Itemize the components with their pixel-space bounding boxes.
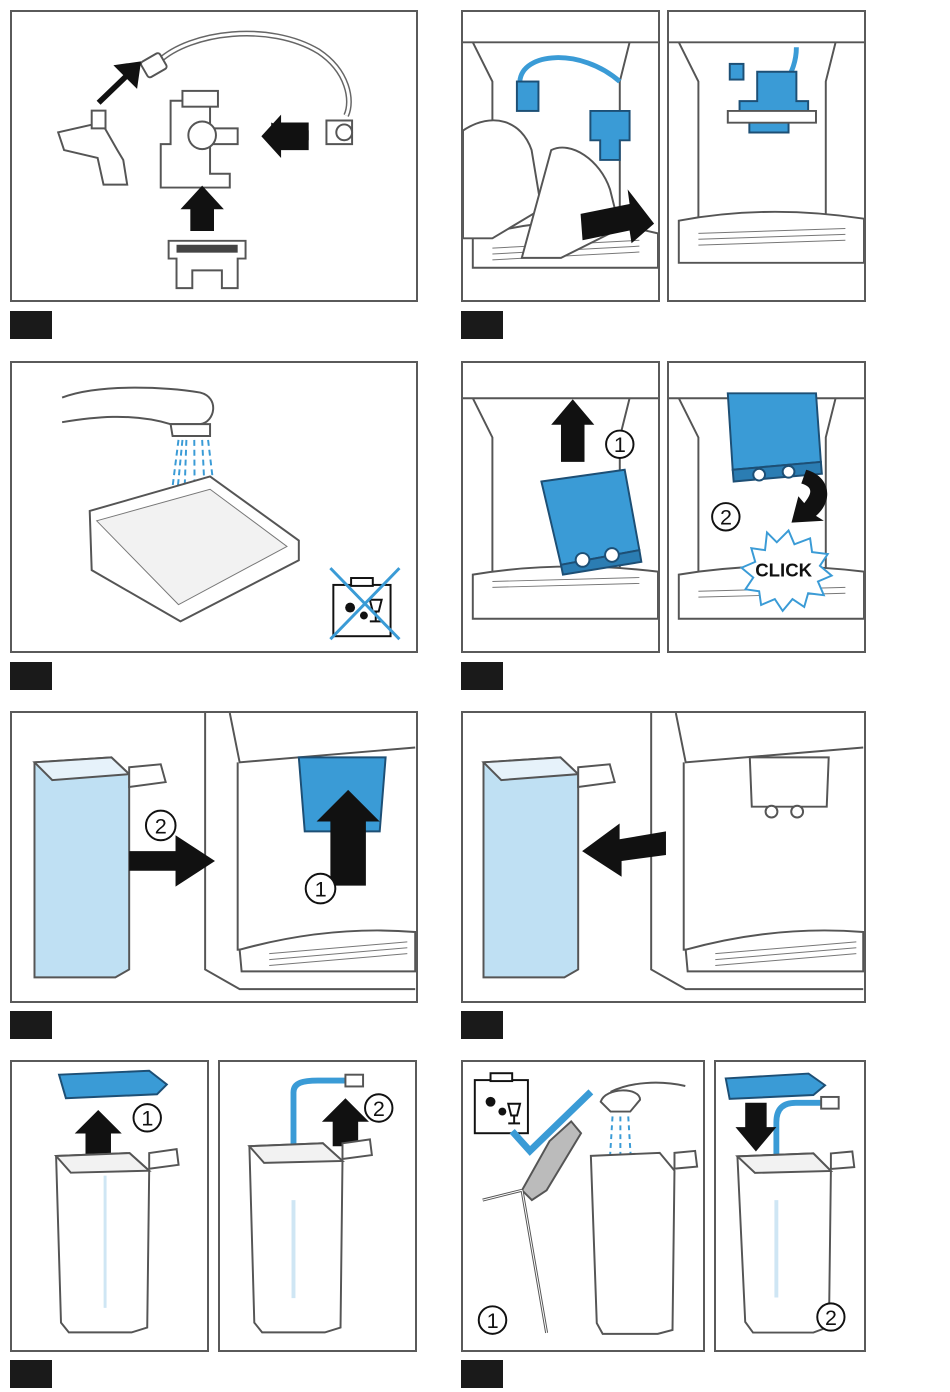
- callout-1: 1: [487, 1308, 499, 1333]
- insert-filter-illustration: 1: [463, 363, 658, 651]
- no-dishwasher-icon: [330, 568, 399, 639]
- callout-2: 2: [720, 505, 732, 530]
- panel-attach-tank: 1 2: [10, 711, 418, 1003]
- callout-1: 1: [141, 1106, 153, 1131]
- step-bar-8: [461, 1360, 503, 1388]
- panel-remove-lid: 1: [10, 1060, 209, 1352]
- callout-1: 1: [614, 432, 626, 457]
- clean-parts-illustration: 1: [463, 1062, 703, 1350]
- step-bar-2: [461, 311, 503, 339]
- panel-valve-installed: [667, 10, 866, 302]
- rinse-tray-illustration: [12, 363, 416, 651]
- filter-click-illustration: 2 CLICK: [669, 363, 864, 651]
- attach-tank-illustration: 1 2: [12, 713, 416, 1001]
- valve-installed-illustration: [669, 12, 864, 300]
- callout-2: 2: [373, 1096, 385, 1121]
- step-bar-7: [10, 1360, 52, 1388]
- dishwasher-safe-icon: [475, 1073, 528, 1133]
- callout-2: 2: [825, 1306, 837, 1330]
- panel-clean-parts: 1: [461, 1060, 705, 1352]
- panel-reassemble: 2: [714, 1060, 866, 1352]
- callout-1: 1: [315, 876, 327, 901]
- panel-filter-click: 2 CLICK: [667, 361, 866, 653]
- click-label: CLICK: [755, 560, 812, 581]
- step-bar-1: [10, 311, 52, 339]
- panel-insert-filter: 1: [461, 361, 660, 653]
- step-bar-4: [461, 662, 503, 690]
- install-valve-illustration: [463, 12, 658, 300]
- tank-installed-illustration: [463, 713, 864, 1001]
- filter-parts-illustration: [12, 12, 416, 300]
- reassemble-illustration: 2: [716, 1062, 864, 1350]
- panel-install-valve: [461, 10, 660, 302]
- step-bar-3: [10, 662, 52, 690]
- panel-filter-parts: [10, 10, 418, 302]
- remove-lid-illustration: 1: [12, 1062, 207, 1350]
- panel-remove-hose: 2: [218, 1060, 417, 1352]
- step-bar-6: [461, 1011, 503, 1039]
- panel-rinse-tray: [10, 361, 418, 653]
- panel-tank-installed: [461, 711, 866, 1003]
- step-bar-5: [10, 1011, 52, 1039]
- callout-2: 2: [155, 813, 167, 838]
- remove-hose-illustration: 2: [220, 1062, 415, 1350]
